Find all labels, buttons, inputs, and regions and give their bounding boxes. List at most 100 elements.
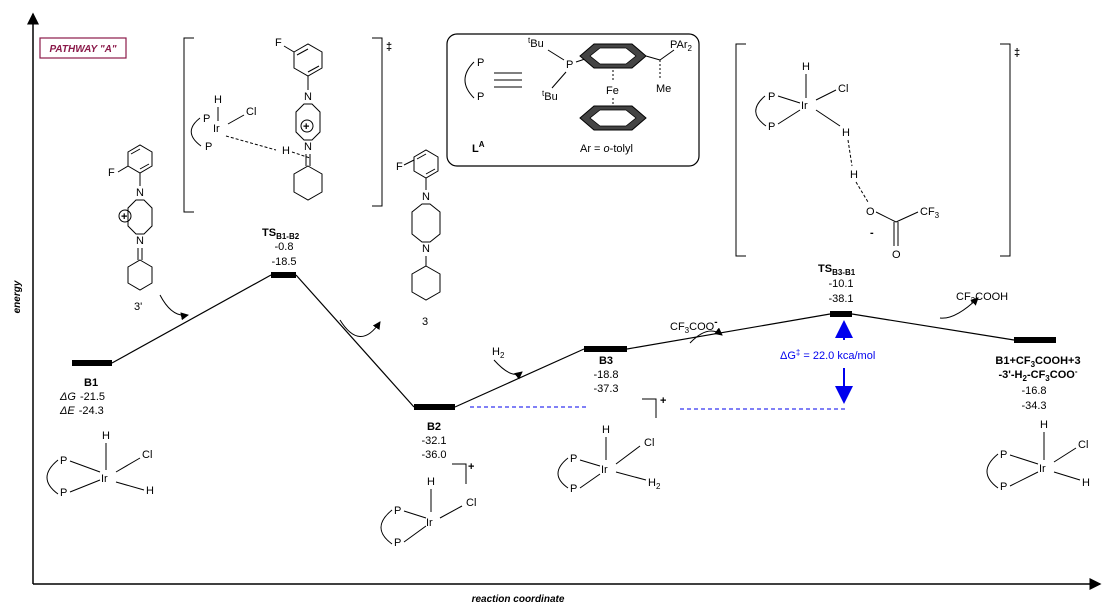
atom-Ir: Ir (601, 464, 608, 476)
label-TS-B1-B2: TSB1-B2 (262, 227, 300, 241)
ligand-p: P (566, 59, 573, 71)
b3-complex: + H Ir Cl H2 P P (557, 395, 666, 495)
x-axis-label: reaction coordinate (472, 594, 565, 605)
barrier-arrow: ΔG‡ = 22.0 kca/mol (780, 320, 875, 404)
atom-N: N (136, 187, 144, 199)
dagger: ‡ (1014, 47, 1020, 59)
TS-B1-B2-dG: -0.8 (275, 241, 294, 253)
atom-Ir: Ir (101, 473, 108, 485)
atom-H: H (102, 430, 110, 442)
atom-N: N (304, 91, 312, 103)
B1-dE-row: ΔE-24.3 (59, 405, 104, 417)
atom-Cl: Cl (838, 83, 848, 95)
b1-complex: H Ir Cl H P P (46, 430, 154, 499)
ts-b3-b1-structure: ‡ H Ir Cl P P H H O - CF3 O (735, 43, 1020, 261)
dagger: ‡ (386, 41, 392, 53)
atom-P: P (477, 57, 484, 69)
atom-H: H (850, 169, 858, 181)
pathway-tag-text: PATHWAY "A" (49, 44, 116, 55)
B1-dG-row: ΔG-21.5 (59, 391, 105, 403)
TS-B1-B2-dE: -18.5 (271, 256, 296, 268)
state-labels: B1 ΔG-21.5 ΔE-24.3 TSB1-B2 -0.8 -18.5 B2… (59, 227, 1081, 461)
atom-Ir: Ir (426, 517, 433, 529)
atom-H2: H2 (648, 477, 661, 491)
charge-plus: + (660, 395, 666, 407)
atom-Cl: Cl (1078, 439, 1088, 451)
B3-dG: -18.8 (593, 369, 618, 381)
atom-O: O (892, 249, 901, 261)
ligand-tbu-bottom: tBu (542, 89, 558, 103)
atom-H: H (1082, 477, 1090, 489)
atom-N: N (304, 141, 312, 153)
atom-Ir: Ir (1039, 463, 1046, 475)
atom-P: P (60, 455, 67, 467)
atom-P: P (203, 113, 210, 125)
atom-Cl: Cl (644, 437, 654, 449)
y-axis-label: energy (12, 280, 23, 313)
atom-H: H (214, 94, 222, 106)
barrier-label: ΔG‡ = 22.0 kca/mol (780, 348, 875, 362)
B3-dE: -37.3 (593, 383, 618, 395)
final-dE: -34.3 (1021, 400, 1046, 412)
atom-P: P (205, 141, 212, 153)
atom-Cl: Cl (466, 497, 476, 509)
label-B3: B3 (599, 355, 613, 367)
B2-dE: -36.0 (421, 449, 446, 461)
energy-levels (72, 272, 1056, 410)
atom-P: P (1000, 481, 1007, 493)
ligand-box: P P tBu P tBu Fe PAr2 Me LA Ar = o-tolyl (446, 33, 700, 167)
final-complex: H Ir Cl H P P (986, 419, 1090, 493)
reagent-arrows (159, 294, 979, 380)
reagent-tfa-acid: CF3COOH (956, 291, 1008, 305)
reagent-labels: H2 CF3COO- CF3COOH (492, 291, 1008, 360)
reagent-tfa-anion: CF3COO- (670, 317, 718, 335)
atom-F: F (396, 161, 403, 173)
atom-N: N (422, 191, 430, 203)
ligand-tbu-top: tBu (528, 36, 544, 50)
ligand-fe: Fe (606, 85, 619, 97)
ligand-ar: Ar = o-tolyl (580, 143, 633, 155)
TS-B3-B1-dG: -10.1 (828, 278, 853, 290)
atom-P: P (60, 487, 67, 499)
final-dG: -16.8 (1021, 385, 1046, 397)
iminium-3prime-structure: F N + N 3' (108, 144, 153, 313)
label-final-line2: -3'-H2-CF3COO- (999, 367, 1078, 383)
atom-H: H (1040, 419, 1048, 431)
atom-P: P (570, 483, 577, 495)
atom-P: P (477, 91, 484, 103)
charge-plus: + (468, 461, 474, 473)
charge-plus: + (121, 211, 127, 223)
atom-H: H (427, 476, 435, 488)
axes: energy reaction coordinate (12, 12, 1102, 605)
atom-H: H (146, 485, 154, 497)
ligand-L: LA (472, 140, 485, 155)
label-final-line1: B1+CF3COOH+3 (995, 355, 1080, 369)
atom-F: F (275, 37, 282, 49)
ligand-me: Me (656, 83, 671, 95)
atom-P: P (768, 91, 775, 103)
atom-Ir: Ir (213, 123, 220, 135)
atom-H: H (282, 145, 290, 157)
atom-P: P (570, 453, 577, 465)
atom-O: O (866, 206, 875, 218)
atom-F: F (108, 167, 115, 179)
atom-H: H (842, 127, 850, 139)
B2-dG: -32.1 (421, 435, 446, 447)
amine-3-structure: F N N 3 (396, 149, 441, 328)
TS-B3-B1-dE: -38.1 (828, 293, 853, 305)
atom-Cl: Cl (246, 106, 256, 118)
label-3prime: 3' (134, 301, 142, 313)
ts-b1-b2-structure: ‡ H Ir Cl P P H F N + N (183, 37, 392, 213)
charge-plus: + (303, 121, 309, 133)
b2-complex: + H Ir Cl P P (380, 461, 476, 549)
pathway-tag: PATHWAY "A" (39, 37, 127, 59)
atom-CF3: CF3 (920, 206, 940, 220)
atom-Cl: Cl (142, 449, 152, 461)
atom-P: P (394, 537, 401, 549)
reaction-path (111, 274, 1015, 410)
atom-N: N (136, 235, 144, 247)
label-B1: B1 (84, 377, 98, 389)
atom-P: P (1000, 449, 1007, 461)
atom-H: H (802, 61, 810, 73)
